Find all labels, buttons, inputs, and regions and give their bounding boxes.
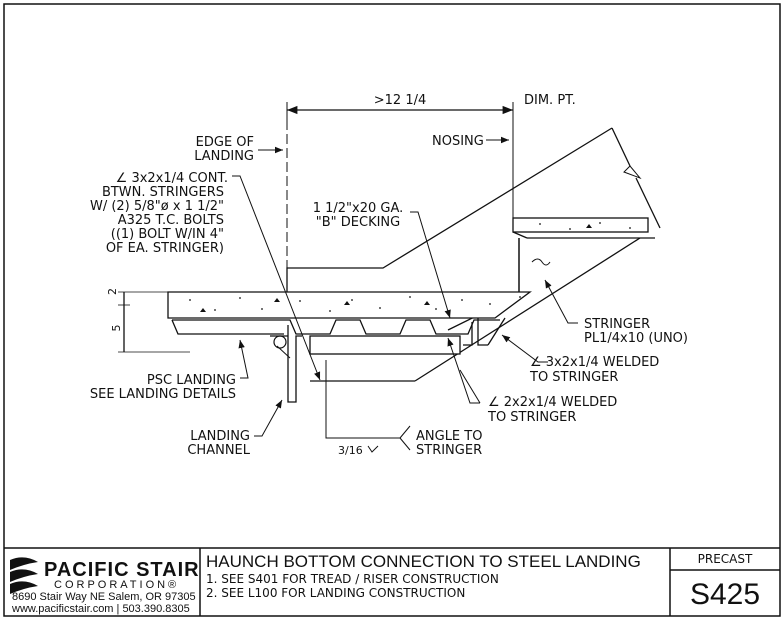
angle-3x2-label-2: TO STRINGER: [529, 370, 618, 385]
company-sub: CORPORATION: [54, 579, 168, 591]
angle-to-stringer-label-1: ANGLE TO: [416, 429, 482, 444]
angle-cont-label-6: OF EA. STRINGER): [106, 241, 224, 256]
angle-cont-label-5: ((1) BOLT W/IN 4": [111, 227, 224, 242]
angle-2x2-label-2: TO STRINGER: [487, 410, 576, 425]
pacific-stair-logo-icon: [10, 557, 38, 594]
concrete-hatch: [189, 222, 631, 312]
decking-label-1: 1 1/2"x20 GA.: [313, 201, 404, 216]
angle-cont-label-3: W/ (2) 5/8"ø x 1 1/2": [90, 199, 224, 214]
decking-label-2: "B" DECKING: [316, 215, 400, 230]
angle-3x2-label-1: ∠ 3x2x1/4 WELDED: [530, 355, 659, 370]
section-linework: [118, 102, 661, 403]
angle-cont-label-2: BTWN. STRINGERS: [102, 185, 224, 200]
angle-to-stringer-label-2: STRINGER: [416, 443, 482, 458]
angle-2x2-label-1: ∠ 2x2x1/4 WELDED: [488, 395, 617, 410]
stringer-label-1: STRINGER: [584, 317, 650, 332]
sheet-number: S425: [690, 578, 760, 611]
weld-size-label: 3/16: [338, 444, 363, 457]
leaders: [232, 136, 578, 453]
dim-2-label: 2: [106, 288, 119, 295]
landing-channel-label-1: LANDING: [190, 429, 250, 444]
detail-title: HAUNCH BOTTOM CONNECTION TO STEEL LANDIN…: [206, 552, 641, 571]
angle-cont-label-4: A325 T.C. BOLTS: [118, 213, 224, 228]
angle-cont-label-1: ∠ 3x2x1/4 CONT.: [116, 171, 228, 186]
note-1: 1. SEE S401 FOR TREAD / RISER CONSTRUCTI…: [206, 572, 499, 586]
company-address: 8690 Stair Way NE Salem, OR 97305: [12, 591, 196, 603]
title-block-frame: [4, 547, 780, 616]
dim-5-label: 5: [110, 325, 123, 332]
tread: [512, 217, 649, 233]
psc-landing-label-2: SEE LANDING DETAILS: [90, 387, 236, 402]
edge-of-landing-label-1: EDGE OF: [196, 135, 254, 150]
company-contact: www.pacificstair.com | 503.390.8305: [11, 603, 190, 615]
dim-point-label: DIM. PT.: [524, 93, 576, 108]
stringer-label-2: PL1/4x10 (UNO): [584, 331, 688, 346]
sheet-border: [3, 3, 781, 617]
edge-of-landing-label-2: LANDING: [194, 149, 254, 164]
registered-mark: ®: [168, 579, 176, 591]
note-2: 2. SEE L100 FOR LANDING CONSTRUCTION: [206, 586, 465, 600]
dimension-label: >12 1/4: [374, 93, 427, 108]
company-name: PACIFIC STAIR: [44, 559, 200, 581]
nosing-label: NOSING: [432, 134, 484, 149]
landing-channel-label-2: CHANNEL: [187, 443, 250, 458]
psc-landing-label-1: PSC LANDING: [147, 373, 236, 388]
category-label: PRECAST: [698, 552, 753, 566]
